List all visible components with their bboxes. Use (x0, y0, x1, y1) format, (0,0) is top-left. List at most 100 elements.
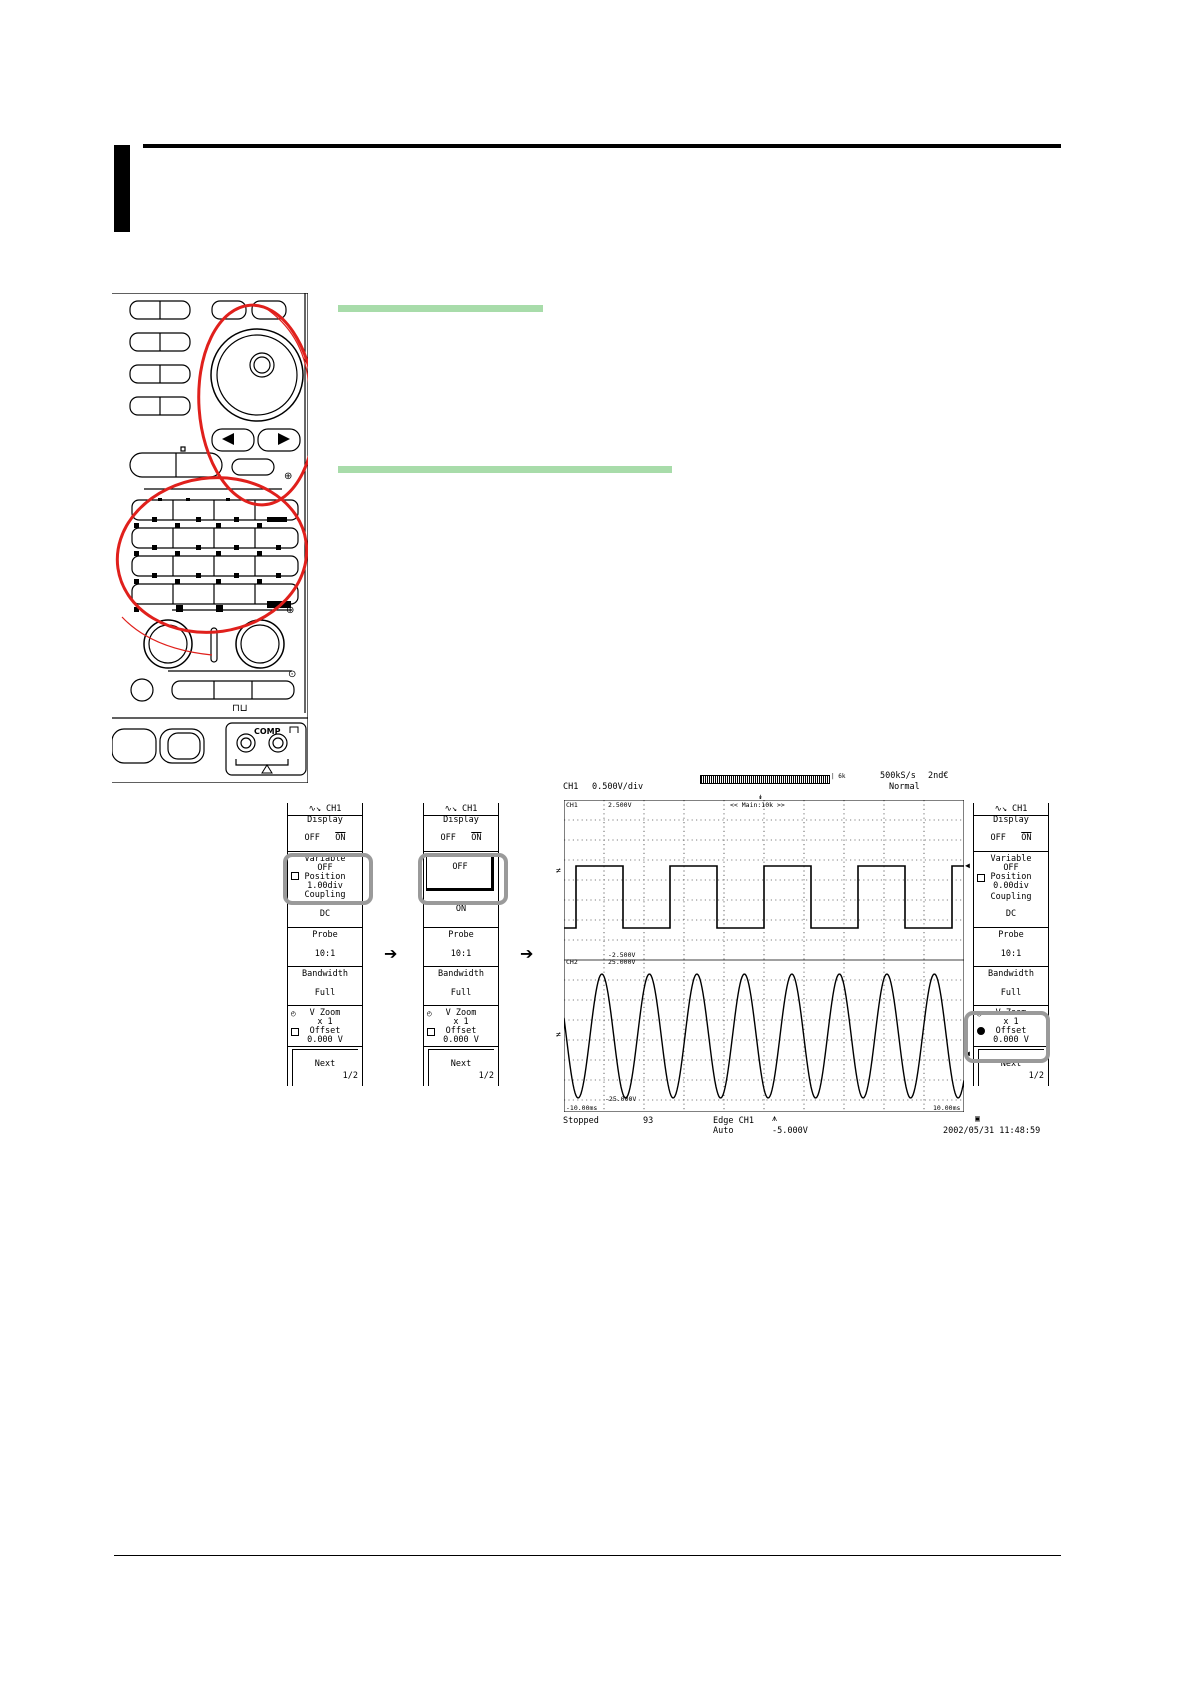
time-left: -10.00ms (566, 1104, 598, 1112)
main-zoom-label: << Main:10k >> (730, 801, 785, 809)
comp-label: COMP (254, 727, 281, 736)
bandwidth-value[interactable]: Full (1000, 988, 1022, 998)
ch2-top-value: 25.000V (608, 958, 636, 966)
front-panel-illustration: ⊕⊕⊙ ⊓⊔ COMP (112, 293, 308, 783)
popup-on-option[interactable]: ON (455, 904, 467, 914)
svg-text:⊓⊔: ⊓⊔ (232, 703, 248, 714)
jog-icon (291, 872, 299, 880)
jog-icon: ◴ (291, 1009, 296, 1018)
ch1-square-waveform (564, 865, 964, 929)
vzoom-label[interactable]: V Zoom (309, 1008, 341, 1018)
acquisition-count: 93 (643, 1116, 654, 1126)
next-page: 1/2 (342, 1071, 358, 1081)
arrow-icon: ➔ (520, 944, 534, 963)
record-bar-marker: | 6k (831, 773, 846, 780)
probe-value[interactable]: 10:1 (450, 949, 472, 959)
trigger-level-icon: ◀ (965, 861, 970, 870)
accent-bar-2 (338, 466, 672, 473)
accent-bar-1 (338, 305, 543, 312)
vzoom-value: x 1 (317, 1017, 333, 1027)
ch1-menu-2: ∿↘ CH1 Display OFF ON OFF ON Probe 10:1 … (423, 803, 499, 1086)
display-label: Display (443, 815, 479, 825)
offset-label: Offset (995, 1026, 1027, 1036)
ch1-marker-icon: ≠ (556, 866, 561, 875)
date-time: 2002/05/31 11:48:59 (943, 1126, 1041, 1136)
select-icon (291, 1028, 299, 1036)
coupling-label: Coupling (990, 892, 1032, 902)
sample-rate: 500kS/s (880, 771, 916, 781)
coupling-value[interactable]: DC (319, 909, 331, 919)
vdiv-readout: 0.500V/div (592, 782, 644, 792)
jog-icon (977, 1027, 985, 1035)
coupling-value[interactable]: DC (1005, 909, 1017, 919)
trigger-level: -5.000V (772, 1126, 808, 1136)
ch2-tag: CH2 (566, 958, 578, 966)
probe-label: Probe (998, 930, 1024, 940)
menu-title: ∿↘ CH1 (424, 803, 498, 816)
ch1-bottom-value: -2.500V (608, 951, 636, 959)
trigger-mode: Auto (713, 1126, 734, 1136)
probe-label: Probe (312, 930, 338, 940)
ch1-menu-3: ∿↘ CH1 Display OFF ON Variable OFF Posit… (973, 803, 1049, 1086)
bandwidth-value[interactable]: Full (450, 988, 472, 998)
display-toggle[interactable]: OFF ON (990, 833, 1032, 843)
ch1-tag: CH1 (566, 801, 578, 809)
run-status: Stopped (563, 1116, 599, 1126)
bandwidth-label: Bandwidth (987, 969, 1035, 979)
header-rule (143, 144, 1061, 148)
channel-label: CH1 (563, 782, 579, 792)
probe-label: Probe (448, 930, 474, 940)
select-icon (977, 874, 985, 882)
menu-title: ∿↘ CH1 (974, 803, 1048, 816)
next-page: 1/2 (478, 1071, 494, 1081)
vzoom-value: x 1 (453, 1017, 469, 1027)
variable-state: OFF (1003, 863, 1019, 873)
select-icon (427, 1028, 435, 1036)
arrow-icon: ➔ (384, 944, 398, 963)
variable-label[interactable]: Variable (990, 854, 1032, 864)
vzoom-value: x 1 (1003, 1017, 1019, 1027)
bandwidth-label: Bandwidth (301, 969, 349, 979)
offset-label: Offset (445, 1026, 477, 1036)
trigger-slope-icon: ⩚ (772, 1114, 778, 1124)
next-button[interactable]: Next (450, 1059, 472, 1069)
waveform-screen (564, 800, 964, 1112)
probe-value[interactable]: 10:1 (1000, 949, 1022, 959)
ch1-top-value: 2.500V (608, 801, 632, 809)
display-label: Display (993, 815, 1029, 825)
display-toggle[interactable]: OFF ON (440, 833, 482, 843)
variable-state: OFF (317, 863, 333, 873)
offset-value: 0.000 V (307, 1035, 343, 1045)
acquisition-mode: Normal (889, 782, 920, 792)
svg-text:⊕: ⊕ (286, 605, 294, 616)
chapter-marker-bar (114, 145, 130, 232)
trigger-position-icon: ↡ (758, 792, 763, 801)
offset-label: Offset (309, 1026, 341, 1036)
display-label: Display (307, 815, 343, 825)
jog-icon: ◴ (427, 1009, 432, 1018)
record-length: 2nd€ (928, 771, 949, 781)
position-label: Position (304, 872, 346, 882)
bandwidth-value[interactable]: Full (314, 988, 336, 998)
storage-icon: ▣ (975, 1114, 980, 1123)
next-button[interactable]: Next (1000, 1059, 1022, 1069)
trigger-type: Edge CH1 (713, 1116, 754, 1126)
callout-frame-variable (283, 853, 373, 905)
vzoom-label[interactable]: V Zoom (445, 1008, 477, 1018)
probe-value[interactable]: 10:1 (314, 949, 336, 959)
callout-frame-popup (418, 853, 508, 905)
next-page: 1/2 (1028, 1071, 1044, 1081)
position-value: 1.00div (307, 881, 343, 891)
coupling-label: Coupling (304, 890, 346, 900)
variable-label[interactable]: Variable (304, 854, 346, 864)
position-value: 0.00div (993, 881, 1029, 891)
ch1-menu-1: ∿↘ CH1 Display OFF ON Variable OFF Posit… (287, 803, 363, 1086)
menu-title: ∿↘ CH1 (288, 803, 362, 816)
next-button[interactable]: Next (314, 1059, 336, 1069)
display-toggle[interactable]: OFF ON (304, 833, 346, 843)
record-length-bar (700, 775, 830, 784)
bandwidth-label: Bandwidth (437, 969, 485, 979)
footer-rule (114, 1555, 1061, 1556)
offset-value: 0.000 V (443, 1035, 479, 1045)
callout-frame-offset (964, 1011, 1050, 1063)
